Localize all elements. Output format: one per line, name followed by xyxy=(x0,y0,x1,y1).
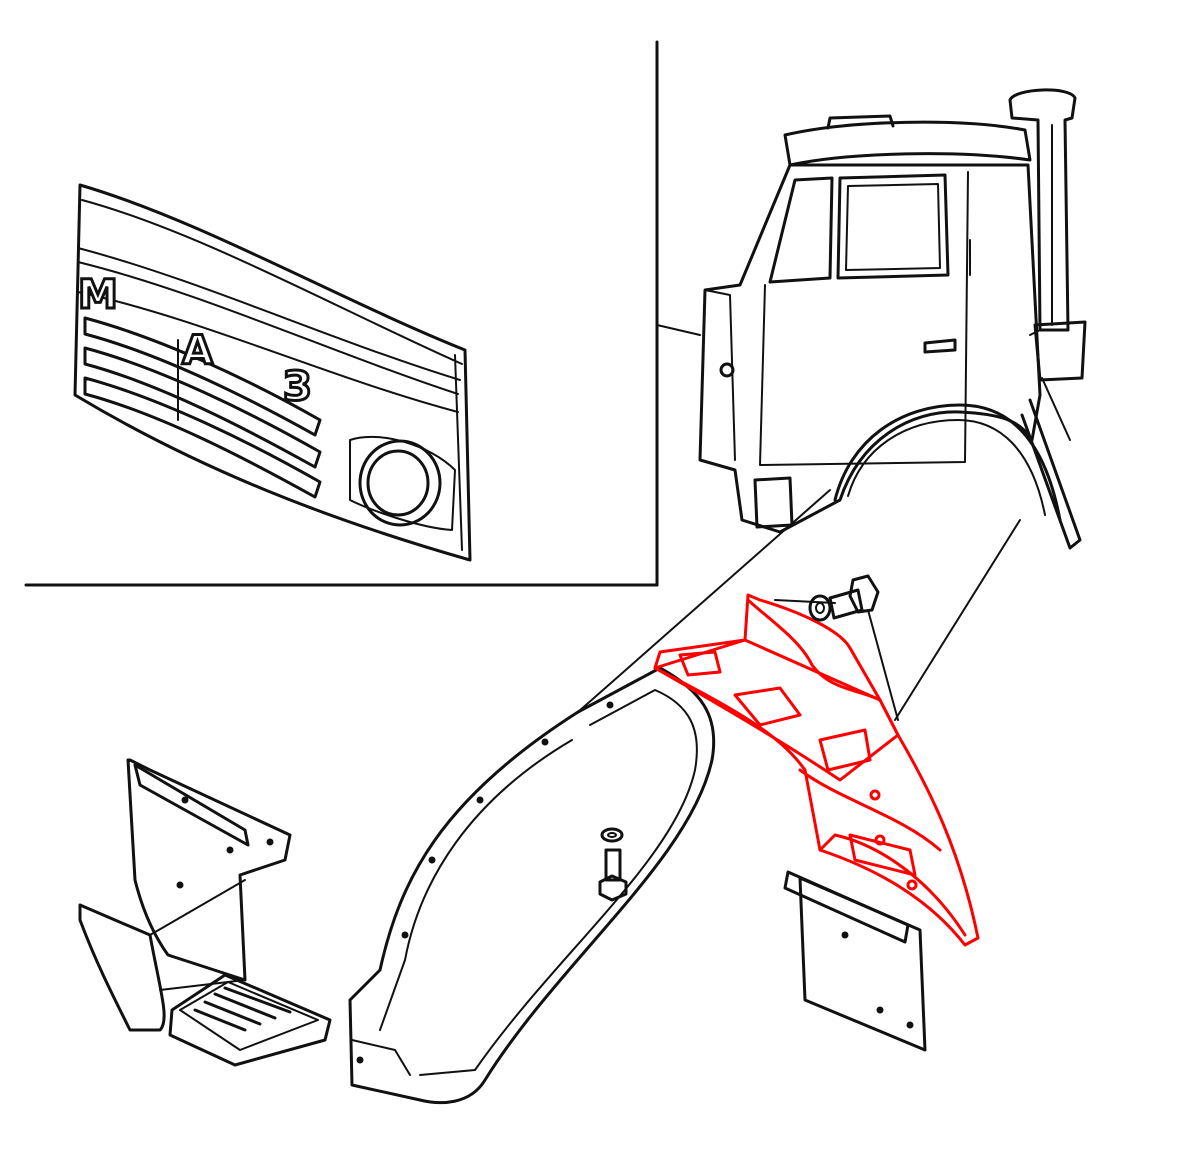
step-bracket-hole xyxy=(226,846,234,854)
leader-line-bracket-down xyxy=(867,609,899,721)
inner-fender-panel-pocket-1 xyxy=(678,650,722,677)
grille-mid-band xyxy=(77,291,459,413)
step-bracket-hole xyxy=(266,838,274,846)
grille-upper-band xyxy=(77,247,461,381)
mud-flap-clamp-bar xyxy=(783,870,910,944)
cab-quarter-window xyxy=(768,176,834,284)
fender-outer-outline xyxy=(348,666,716,1105)
inner-fender-panel-rib xyxy=(798,768,942,852)
step-bracket-side-panel xyxy=(78,903,166,1032)
leader-line-bolt xyxy=(774,599,836,604)
fender-mount-hole xyxy=(476,796,484,804)
cab-wheel-arch xyxy=(833,403,1062,522)
cab-body-outline xyxy=(698,163,1042,534)
leader-line-cab-to-inset xyxy=(656,324,701,336)
grille-side-edge xyxy=(454,354,463,551)
fender-outer-rib xyxy=(379,739,573,1031)
air-intake-snorkel xyxy=(1008,88,1077,332)
side-mirror xyxy=(1033,320,1087,382)
cab-roof xyxy=(783,120,1032,167)
inner-fender-panel-hole xyxy=(874,834,886,846)
grille-logo-letter-z: З xyxy=(283,364,311,410)
inner-fender-panel-lower-rib xyxy=(818,833,967,937)
side-mirror-arm xyxy=(1029,329,1071,441)
rear-fender xyxy=(348,666,716,1105)
bolt-head-icon xyxy=(848,574,880,614)
cab-roof-lamp xyxy=(826,114,895,130)
grille-inset: М А З xyxy=(24,40,659,587)
inner-fender-panel-pocket-3 xyxy=(818,728,872,772)
grille-headlamp-recess xyxy=(349,435,456,531)
inner-fender-panel-pocket-2 xyxy=(733,686,802,727)
step-tread-surface xyxy=(179,981,319,1051)
cab-door-outline xyxy=(759,171,969,466)
washer-icon xyxy=(808,594,832,622)
step-bracket-hole xyxy=(176,881,184,889)
grille-top-edge xyxy=(81,199,463,365)
step-bracket xyxy=(78,758,332,1067)
step-bracket-back-plate xyxy=(133,763,250,847)
fender-mount-hole xyxy=(356,1056,364,1064)
bolt-head-icon xyxy=(598,874,628,902)
step-tread xyxy=(168,973,332,1067)
fender-mount-hole xyxy=(401,931,409,939)
washer-hole xyxy=(607,832,617,838)
grille-logo-letter-m: М xyxy=(78,272,118,318)
cab-step-box xyxy=(753,476,794,529)
grille-slat xyxy=(83,316,322,437)
leader-line-cab-to-fender xyxy=(577,489,831,713)
grille-headlamp xyxy=(366,449,430,517)
inner-fender-panel-outline xyxy=(653,593,980,947)
bolt-assembly-middle xyxy=(598,827,628,902)
grille-logo-letter-a: А xyxy=(182,328,213,374)
fender-lower-skirt xyxy=(351,1039,411,1076)
cab-door-handle xyxy=(923,338,957,354)
inner-fender-panel-hole xyxy=(906,879,918,891)
inner-fender-panel-upper-flange xyxy=(746,598,882,702)
step-bracket-frame xyxy=(126,758,292,982)
mud-flap-rivet xyxy=(906,1021,914,1029)
step-tread-slot xyxy=(193,1008,247,1032)
cab-front-corner xyxy=(704,289,736,461)
leader-line-cab-to-bracket xyxy=(894,519,1021,721)
cab-rear-fender-strip xyxy=(1020,398,1082,550)
inner-fender-panel-top-face xyxy=(653,638,900,782)
step-bracket-hole xyxy=(181,796,189,804)
inner-fender-panel xyxy=(653,593,980,947)
cab-door-window-inner xyxy=(845,183,941,271)
step-tread-grip-slots xyxy=(193,986,292,1032)
step-tread-slot xyxy=(203,1000,262,1026)
mud-flap xyxy=(783,870,927,1052)
fender-inner-rib xyxy=(419,689,698,1076)
mud-flap-rivet xyxy=(841,931,849,939)
mud-flap-rivet xyxy=(876,1006,884,1014)
grille-slats xyxy=(83,316,322,499)
grille-slat xyxy=(83,346,322,469)
bolt-shank xyxy=(828,588,864,620)
inner-fender-panel-bracket xyxy=(848,833,917,877)
grille-slat xyxy=(83,376,322,499)
cab-marker-lamp xyxy=(719,362,735,378)
grille-panel-outline xyxy=(73,183,472,562)
fender-mount-hole xyxy=(428,856,436,864)
fender-mount-hole xyxy=(541,738,549,746)
grille-upper-band-2 xyxy=(77,261,459,395)
step-bracket-gusset xyxy=(149,879,246,991)
washer-hole xyxy=(815,602,825,614)
cab-door-window xyxy=(836,173,950,280)
step-tread-slot xyxy=(213,992,277,1020)
truck-cab xyxy=(698,88,1087,550)
fender-mount-holes xyxy=(356,701,614,1064)
bolt-assembly-top xyxy=(808,574,880,622)
step-tread-slot xyxy=(223,986,292,1014)
inner-fender-panel-hole xyxy=(869,789,881,801)
fender-mount-hole xyxy=(606,701,614,709)
cab-wheel-arch-inner xyxy=(847,419,1046,516)
washer-icon xyxy=(600,827,624,843)
